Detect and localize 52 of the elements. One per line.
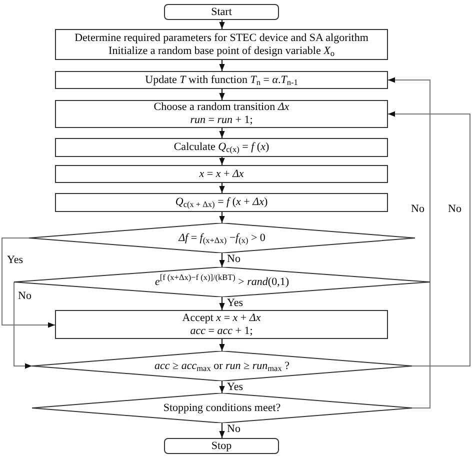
loop-arrow <box>14 282 32 369</box>
node-text: Determine required parameters for STEC device and SA algorithm <box>74 32 368 44</box>
loop-arrow <box>388 111 470 366</box>
node-text: Initialize a random base point of design variable X$_{o}$ <box>108 44 334 58</box>
process-box <box>55 29 388 60</box>
node-text: run = run + 1; <box>190 114 253 127</box>
process-box <box>55 100 388 128</box>
edge-label: No <box>226 423 242 435</box>
process-box <box>55 193 388 212</box>
arrow <box>219 252 225 268</box>
terminal-box <box>164 4 279 20</box>
node-text: Start <box>211 6 232 18</box>
decision-diamond <box>32 351 412 381</box>
edge-label: No <box>226 253 242 265</box>
node-text: Choose a random transition Δx <box>154 101 290 114</box>
decision-diamond <box>29 223 415 253</box>
process-box <box>55 71 388 89</box>
node-text: Accept x = x + Δx <box>182 312 261 324</box>
arrow <box>219 60 225 72</box>
edge-label: Yes <box>226 297 244 309</box>
node-text: Update T with function T$_{n}$ = α.T$_{n-1}$ <box>145 74 298 86</box>
process-box <box>55 165 388 183</box>
node-text: x = x + Δx <box>199 168 244 180</box>
arrow <box>219 212 225 224</box>
loop-arrow <box>2 238 56 328</box>
node-text: e$^{[f (x+Δx)−f (x)]/(kBT)}$ > rand(0,1) <box>154 276 289 288</box>
node-text: Q$_{c(x + Δx)}$ = f (x + Δx) <box>175 196 268 209</box>
edge-label: Yes <box>6 254 24 266</box>
node-text: Calculate Q$_{c(x)}$ = f (x) <box>174 141 270 154</box>
edge-label: No <box>17 290 32 302</box>
node-text: Δf = f$_{(x+Δx)}$ −f$_{(x)}$ > 0 <box>178 232 266 244</box>
arrow <box>219 128 225 138</box>
node-text: Stopping conditions meet? <box>163 402 281 414</box>
edge-label: No <box>447 203 462 215</box>
arrow <box>219 338 225 352</box>
terminal-box <box>164 438 279 454</box>
arrow <box>219 20 225 30</box>
edge-label: No <box>410 203 426 215</box>
node-text: acc ≥ acc$_{max}$ or run ≥ run$_{max}$ ? <box>154 360 290 372</box>
arrow <box>219 88 225 100</box>
arrow <box>219 182 225 194</box>
arrow <box>219 296 225 310</box>
edge-label: Yes <box>226 381 244 393</box>
arrow <box>219 156 225 166</box>
arrow <box>219 422 225 438</box>
process-box <box>55 138 388 157</box>
arrow <box>219 380 225 394</box>
node-text: Stop <box>211 440 232 452</box>
loop-arrow <box>388 77 430 408</box>
decision-diamond <box>32 393 412 423</box>
node-text: acc = acc + 1; <box>190 324 253 338</box>
process-box <box>55 310 388 339</box>
